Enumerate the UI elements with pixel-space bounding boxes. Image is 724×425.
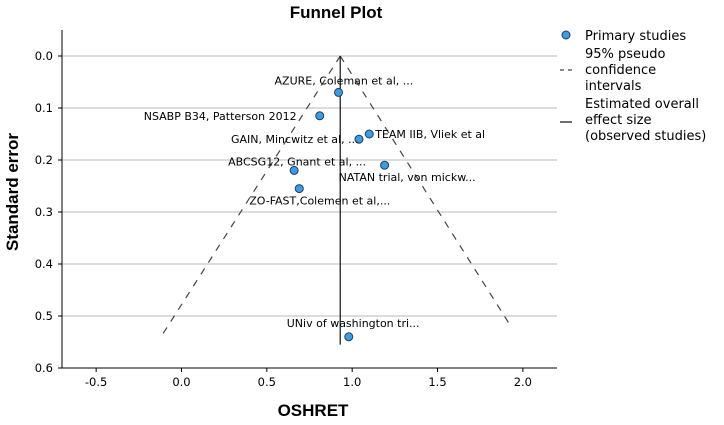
point-label-1: NSABP B34, Patterson 2012 — [144, 110, 297, 123]
x-tick-label-5: 2.0 — [514, 375, 532, 389]
point-label-7: UNiv of washington tri... — [287, 317, 420, 330]
plot-frame — [61, 30, 557, 369]
legend-text-2-0: Estimated overall — [585, 97, 699, 112]
data-point-7 — [344, 332, 354, 342]
data-point-1 — [315, 111, 325, 121]
x-tick-label-4: 1.5 — [428, 375, 446, 389]
point-label-4: ABCSG12, Gnant et al, ... — [228, 155, 366, 168]
legend-text-2-1: effect size — [585, 113, 652, 128]
ci-line-right — [339, 55, 512, 327]
pseudo-confidence-lines — [160, 55, 512, 338]
point-label-6: ZO-FAST,Colemen et al,... — [249, 195, 390, 208]
y-tick-label-3: 0.3 — [35, 205, 53, 219]
y-tick-label-4: 0.4 — [35, 257, 53, 271]
data-points — [289, 87, 390, 342]
data-point-0 — [334, 87, 344, 97]
point-labels: AZURE, Coleman et al, ... NSABP B34, Patt… — [144, 74, 485, 329]
data-point-4 — [289, 165, 299, 175]
legend-text-2-2: (observed studies) — [585, 129, 706, 144]
y-tick-label-2: 0.2 — [35, 153, 53, 167]
legend-text-1-2: intervals — [585, 79, 642, 94]
legend-text-0-0: Primary studies — [585, 29, 686, 44]
x-tick-label-1: 0.0 — [172, 375, 190, 389]
point-label-0: AZURE, Coleman et al, ... — [275, 74, 414, 87]
legend-marker-primary-studies — [561, 30, 571, 40]
point-label-5: NATAN trial, von mickw... — [339, 171, 476, 184]
legend-text-1-0: 95% pseudo — [585, 47, 666, 62]
point-label-3: TEAM IIB, Vliek et al — [374, 128, 485, 141]
y-tick-label-6: 0.6 — [35, 361, 53, 375]
legend-text-1-1: confidence — [585, 63, 656, 78]
data-point-3 — [364, 129, 374, 139]
y-tick-label-0: 0.0 — [35, 49, 53, 63]
y-tick-label-1: 0.1 — [35, 101, 53, 115]
x-tick-label-0: -0.5 — [85, 375, 107, 389]
legend: Primary studies 95% pseudoconfidenceinter… — [560, 29, 706, 144]
point-label-2: GAIN, Mincwitz et al, ... — [231, 133, 359, 146]
data-point-5 — [380, 160, 390, 170]
data-point-2 — [354, 134, 364, 144]
x-tick-label-2: 0.5 — [258, 375, 276, 389]
chart-title: Funnel Plot — [290, 3, 383, 22]
x-tick-label-3: 1.0 — [343, 375, 361, 389]
axis-ticks: 0.0 0.1 0.2 0.3 0.4 0.5 0.6 -0.5 0.0 0.5 1.0 1.5 2.0 — [35, 49, 532, 389]
data-point-6 — [294, 184, 304, 194]
x-axis-label: OSHRET — [278, 401, 349, 420]
y-axis-label: Standard error — [3, 133, 22, 251]
y-tick-label-5: 0.5 — [35, 309, 53, 323]
